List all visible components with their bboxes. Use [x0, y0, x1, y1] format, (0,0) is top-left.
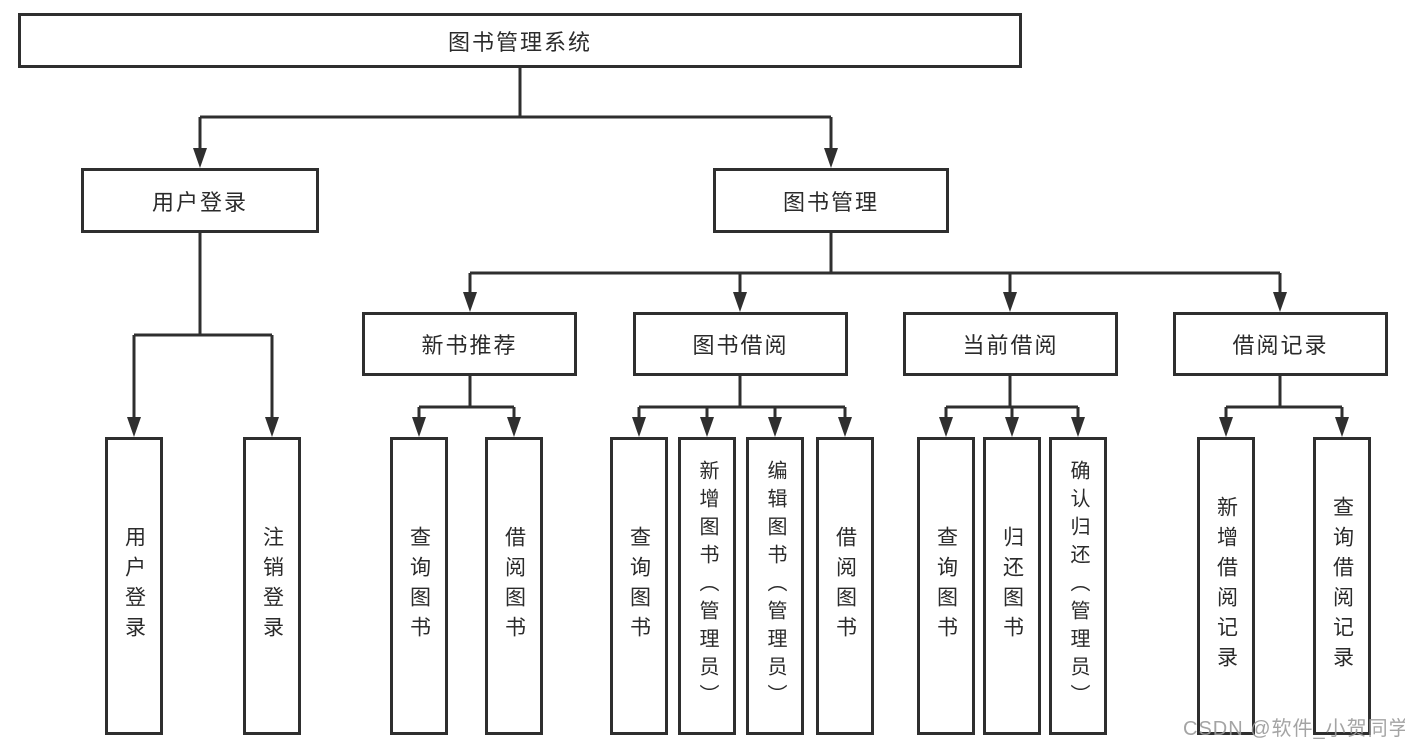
- leaf-bb-borrow-books: 借阅图书: [816, 437, 874, 735]
- leaf-cb-query-books-label: 查询图书: [934, 526, 958, 646]
- node-new-book-recommendation: 新书推荐: [362, 312, 577, 376]
- leaf-cb-confirm-return-admin-label: 确认归还（管理员）: [1067, 460, 1089, 712]
- leaf-nbr-query-books: 查询图书: [390, 437, 448, 735]
- leaf-br-query-record: 查询借阅记录: [1313, 437, 1371, 735]
- leaf-br-add-record-label: 新增借阅记录: [1214, 496, 1238, 676]
- node-book-borrowing: 图书借阅: [633, 312, 848, 376]
- leaf-br-add-record: 新增借阅记录: [1197, 437, 1255, 735]
- leaf-cb-query-books: 查询图书: [917, 437, 975, 735]
- leaf-bb-query-books: 查询图书: [610, 437, 668, 735]
- leaf-nbr-borrow-books: 借阅图书: [485, 437, 543, 735]
- leaf-cb-confirm-return-admin: 确认归还（管理员）: [1049, 437, 1107, 735]
- leaf-user-login: 用户登录: [105, 437, 163, 735]
- leaf-user-login-label: 用户登录: [122, 526, 146, 646]
- leaf-bb-edit-book-admin: 编辑图书（管理员）: [746, 437, 804, 735]
- leaf-br-query-record-label: 查询借阅记录: [1330, 496, 1354, 676]
- leaf-nbr-borrow-books-label: 借阅图书: [502, 526, 526, 646]
- leaf-cb-return-books: 归还图书: [983, 437, 1041, 735]
- leaf-logout-label: 注销登录: [260, 526, 284, 646]
- leaf-nbr-query-books-label: 查询图书: [407, 526, 431, 646]
- node-root: 图书管理系统: [18, 13, 1022, 68]
- leaf-bb-query-books-label: 查询图书: [627, 526, 651, 646]
- node-borrowing-records: 借阅记录: [1173, 312, 1388, 376]
- leaf-cb-return-books-label: 归还图书: [1000, 526, 1024, 646]
- node-book-management: 图书管理: [713, 168, 949, 233]
- watermark: CSDN @软件_小贺同学: [1183, 718, 1405, 740]
- leaf-bb-add-book-admin-label: 新增图书（管理员）: [696, 460, 718, 712]
- leaf-bb-add-book-admin: 新增图书（管理员）: [678, 437, 736, 735]
- leaf-bb-borrow-books-label: 借阅图书: [833, 526, 857, 646]
- leaf-bb-edit-book-admin-label: 编辑图书（管理员）: [764, 460, 786, 712]
- node-user-login: 用户登录: [81, 168, 319, 233]
- node-current-borrowing: 当前借阅: [903, 312, 1118, 376]
- leaf-logout: 注销登录: [243, 437, 301, 735]
